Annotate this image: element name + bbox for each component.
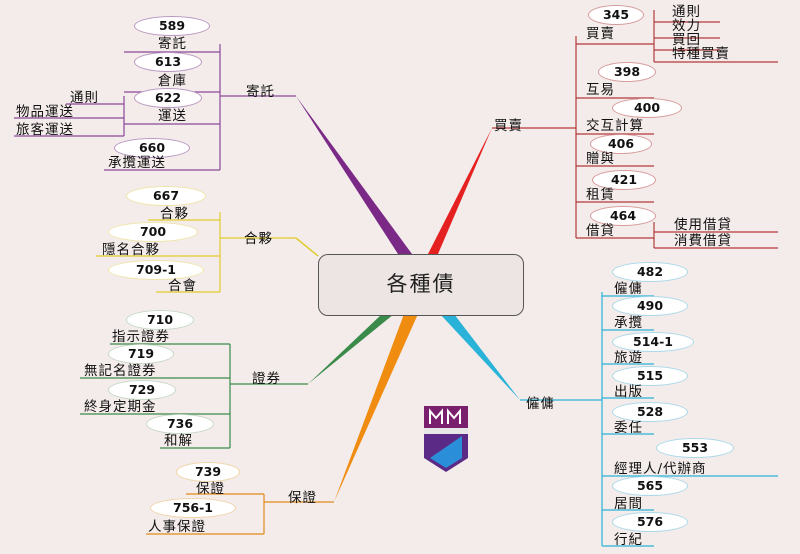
article-number-710: 710 [126,310,194,330]
article-number-756-1: 756-1 [150,498,236,518]
sub-label-345-3: 特種買賣 [672,46,730,62]
article-number-345: 345 [588,5,644,25]
article-number-719: 719 [108,344,174,364]
maimai-connectors [492,10,778,249]
brand-logo [424,406,468,472]
spoke-guyong [440,314,520,400]
item-label-710: 指示證券 [112,329,170,345]
article-number-398: 398 [598,62,656,82]
guyong-connectors [520,292,778,547]
item-label-464: 借貸 [586,223,615,239]
item-label-729: 終身定期金 [84,399,157,415]
item-label-613: 倉庫 [158,73,187,89]
article-number-514-1: 514-1 [612,332,694,352]
sub-label-622-1: 物品運送 [16,104,74,120]
article-number-576: 576 [612,512,688,532]
branch-label-guyong: 僱傭 [526,396,555,412]
spoke-jituo [296,96,412,254]
center-node: 各種債 [318,254,524,316]
branch-label-hehuo: 合夥 [244,231,273,247]
item-label-576: 行紀 [614,532,643,548]
item-label-421: 租賃 [586,187,615,203]
item-label-756-1: 人事保證 [148,519,206,535]
article-number-400: 400 [612,98,682,118]
hehuo-connectors [96,212,296,293]
sub-label-622-2: 旅客運送 [16,122,74,138]
spoke-maimai [428,128,492,254]
sub-label-622-0: 通則 [70,90,99,106]
item-label-398: 互易 [586,82,615,98]
item-label-700: 隱名合夥 [102,242,160,258]
sub-label-345-2: 買回 [672,32,701,48]
article-number-464: 464 [590,206,656,226]
item-label-528: 委任 [614,420,643,436]
article-number-482: 482 [612,262,688,282]
item-label-589: 寄託 [158,36,187,52]
article-number-667: 667 [126,186,206,206]
sub-label-345-1: 效力 [672,18,701,34]
item-label-709-1: 合會 [168,278,197,294]
article-number-613: 613 [134,52,202,72]
sub-label-345-0: 通則 [672,4,701,20]
sub-label-464-1: 消費借貸 [674,233,732,249]
item-label-719: 無記名證券 [84,363,157,379]
article-number-589: 589 [134,16,210,36]
item-label-482: 僱傭 [614,281,643,297]
article-number-421: 421 [592,170,656,190]
article-number-528: 528 [612,402,688,422]
article-number-406: 406 [590,134,652,154]
branch-label-zhengquan: 證券 [252,371,281,387]
spoke-baozheng [334,314,418,502]
item-label-515: 出版 [614,384,643,400]
article-number-553: 553 [656,438,734,458]
item-label-660: 承攬運送 [108,155,166,171]
item-label-739: 保證 [196,481,225,497]
item-label-667: 合夥 [160,206,189,222]
branch-label-maimai: 買賣 [494,118,523,134]
branch-label-baozheng: 保證 [288,490,317,506]
item-label-345: 買賣 [586,26,615,42]
item-label-565: 居間 [614,496,643,512]
article-number-729: 729 [108,380,176,400]
item-label-736: 和解 [164,433,193,449]
article-number-622: 622 [134,88,202,108]
spoke-hehuo [295,237,319,257]
article-number-700: 700 [108,222,198,242]
item-label-514-1: 旅遊 [614,350,643,366]
article-number-739: 739 [176,462,240,482]
baozheng-connectors [146,493,334,535]
sub-label-464-0: 使用借貸 [674,217,732,233]
article-number-709-1: 709-1 [108,260,204,280]
spoke-zhengquan [308,314,394,384]
article-number-515: 515 [612,366,688,386]
item-label-400: 交互計算 [586,118,644,134]
branch-label-jituo: 寄託 [246,84,275,100]
article-number-565: 565 [612,476,688,496]
item-label-622: 運送 [158,108,187,124]
item-label-490: 承攬 [614,315,643,331]
item-label-553: 經理人/代辦商 [614,461,707,477]
article-number-660: 660 [114,138,190,158]
item-label-406: 贈與 [586,151,615,167]
article-number-736: 736 [146,414,214,434]
article-number-490: 490 [612,296,688,316]
